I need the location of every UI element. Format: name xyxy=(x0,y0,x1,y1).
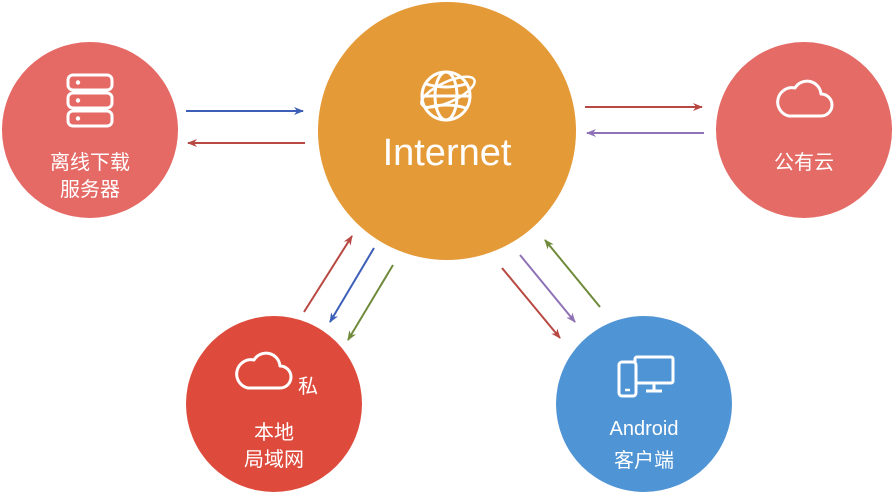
internet-label: Internet xyxy=(382,132,512,174)
local-lan-label-line2: 局域网 xyxy=(244,447,304,471)
edge-internet-to-android-purple xyxy=(519,254,576,323)
edge-internet-to-android-red xyxy=(501,267,561,339)
server-node: 离线下载 服务器 xyxy=(2,42,178,218)
android-client-node: Android 客户端 xyxy=(556,316,732,492)
android-label-line2: 客户端 xyxy=(614,448,674,472)
server-label-line2: 服务器 xyxy=(60,177,120,201)
edge-lan-to-internet xyxy=(303,235,353,313)
devices-icon xyxy=(617,355,675,398)
server-icon xyxy=(66,73,114,128)
edge-android-to-internet xyxy=(544,239,601,308)
edge-internet-to-lan-green xyxy=(347,264,394,341)
server-label-line1: 离线下载 xyxy=(50,150,130,174)
edge-internet-to-lan-blue xyxy=(329,247,375,323)
android-label-line1: Android xyxy=(609,418,679,440)
private-badge: 私 xyxy=(298,374,318,398)
public-cloud-label: 公有云 xyxy=(774,150,834,174)
local-lan-label-line1: 本地 xyxy=(254,420,294,444)
public-cloud-node: 公有云 xyxy=(716,42,892,218)
globe-icon xyxy=(420,70,476,122)
cloud-icon xyxy=(235,351,293,390)
local-lan-node: 私 本地 局域网 xyxy=(186,316,362,492)
cloud-icon xyxy=(776,79,834,118)
internet-node: Internet xyxy=(318,2,576,260)
